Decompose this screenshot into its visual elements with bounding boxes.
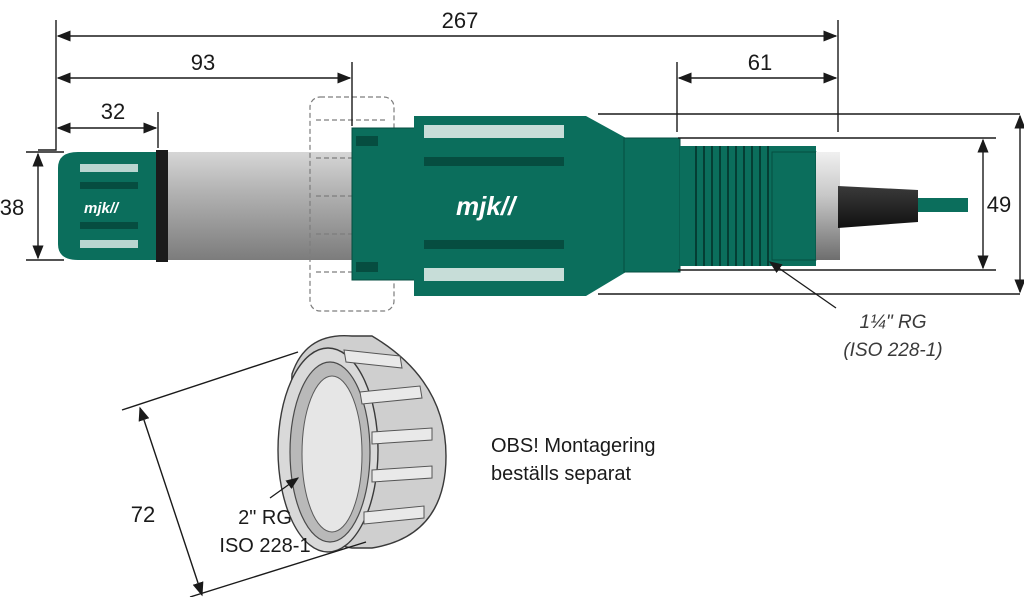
- dim-overall-length-label: 267: [442, 8, 479, 33]
- dim-body-to-flange: [56, 62, 353, 126]
- nut-thread-leader: [269, 477, 300, 499]
- sensor-neck: [623, 137, 681, 273]
- dim-cap-diameter-label: 38: [0, 195, 24, 220]
- sensor-body: mjk//: [414, 116, 626, 296]
- dim-body-to-flange-label: 93: [191, 50, 215, 75]
- dim-thread-length: [676, 62, 838, 132]
- sensor-tip: [816, 152, 840, 260]
- mounting-nut: [277, 334, 447, 553]
- dim-cap-length: [56, 112, 159, 148]
- dim-nut-diameter: [121, 351, 367, 598]
- dim-cap-diameter: [26, 151, 64, 261]
- sensor-flange: [351, 127, 421, 281]
- dim-cap-length-label: 32: [101, 99, 125, 124]
- sensor-thread-spec-line1: 1¼" RG: [860, 312, 927, 333]
- dim-nut-diameter-label: 72: [131, 502, 155, 527]
- dim-body-diameter-label: 49: [987, 192, 1011, 217]
- nut-thread-spec-line1: 2" RG: [238, 507, 292, 529]
- sensor-cable-gland: [838, 186, 918, 228]
- sensor-cable: [918, 198, 968, 212]
- sensor-thread-leader: [768, 261, 837, 309]
- sensor-tube: [168, 152, 358, 260]
- dim-body-diameter: [598, 113, 1024, 295]
- mounting-note-line2: beställs separat: [491, 463, 632, 485]
- sensor-thread: [680, 146, 817, 266]
- nut-thread-spec-line2: ISO 228-1: [219, 535, 310, 557]
- dim-thread-length-label: 61: [748, 50, 772, 75]
- body-brand-logo: mjk//: [456, 191, 518, 221]
- cap-brand-logo: mjk//: [84, 200, 120, 217]
- mounting-note-line1: OBS! Montagering: [491, 435, 656, 457]
- sensor-thread-spec-line2: (ISO 228-1): [843, 340, 942, 361]
- sensor-cap: mjk//: [58, 150, 168, 262]
